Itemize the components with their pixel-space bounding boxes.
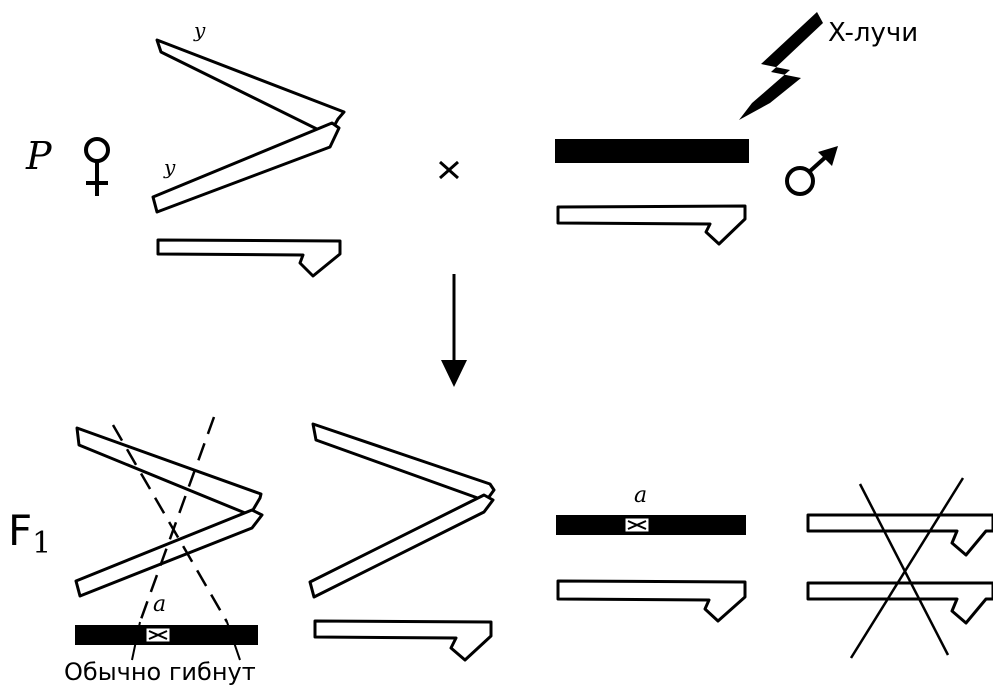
parent-generation-label: P [26, 134, 52, 178]
f1-female-2-x-upper [311, 422, 496, 503]
allele-a-label-left: a [153, 592, 167, 617]
f1-note-pointer-left [131, 621, 141, 661]
gene-y-label-top: y [194, 18, 206, 42]
f1-generation-letter: F [8, 506, 33, 555]
f1-female-1-x-upper [75, 426, 263, 517]
f1-individual-4-strike-2 [849, 477, 965, 659]
f1-female-2-x-pair [308, 422, 496, 599]
f1-note-pointer-right [226, 621, 241, 661]
f1-individual-2-autosome [313, 619, 493, 662]
female-autosome [156, 238, 342, 278]
f1-female-1-mutation-mark-x [148, 630, 168, 640]
f1-generation-label: F1 [8, 510, 51, 559]
f1-female-1-x-lower [74, 508, 264, 598]
f1-male-1-y-chromosome [556, 579, 747, 623]
xray-label: X-лучи [828, 18, 919, 48]
generation-arrowhead [441, 360, 467, 387]
f1-female-1-strike-dashed-2 [138, 416, 216, 623]
female-x-chromosome-lower [151, 121, 341, 214]
f1-male-1-mutation-mark-x [627, 520, 647, 530]
cross-sign [439, 160, 459, 180]
f1-female-2-x-lower [308, 493, 495, 599]
gene-y-label-bottom: y [164, 155, 176, 179]
female-symbol [84, 137, 110, 196]
allele-a-label-right: a [634, 483, 648, 508]
female-x-chromosome-pair [151, 38, 346, 214]
f1-female-1-strike-dashed-1 [111, 424, 229, 623]
male-symbol [785, 152, 831, 196]
f1-male-1-mutated-x [556, 515, 746, 535]
female-x-chromosome-upper [155, 38, 346, 137]
f1-female-1-x-pair [74, 426, 264, 598]
male-irradiated-x-chromosome [555, 139, 749, 163]
f1-individual-4-chromosome-upper [806, 513, 993, 557]
lightning-bolt-icon [739, 12, 823, 120]
f1-individual-4-strike-1 [858, 483, 950, 656]
usually-die-note: Обычно гибнут [64, 658, 256, 686]
f1-generation-subscript: 1 [32, 526, 52, 561]
f1-individual-4-chromosome-lower [806, 581, 993, 625]
male-y-chromosome [556, 204, 747, 246]
male-symbol-arrowhead [818, 146, 838, 166]
